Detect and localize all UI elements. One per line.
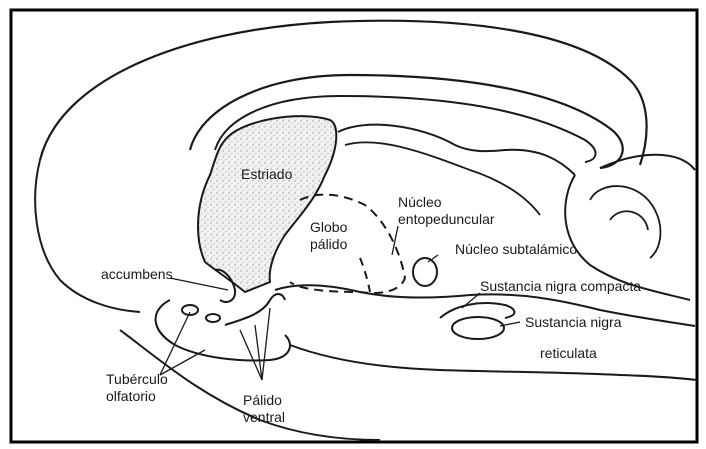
label-nucleo-subtalamico: Núcleo subtalámico <box>455 241 577 257</box>
entopeduncular-dash <box>360 258 370 292</box>
label-sn-reticulata-1: Sustancia nigra <box>525 314 622 330</box>
label-palido-ventral-2: ventral <box>243 409 285 425</box>
leader-accumbens <box>170 278 228 290</box>
leader-tuberculo-1 <box>160 312 190 375</box>
label-nucleo-ento-1: Núcleo <box>398 194 442 210</box>
label-palido-ventral-1: Pálido <box>243 392 282 408</box>
leader-palido-3 <box>262 308 270 380</box>
cortex-outline <box>40 21 647 165</box>
thalamus-inner-line <box>345 142 540 215</box>
cerebellum-outline-3 <box>590 186 660 258</box>
label-tuberculo-1: Tubérculo <box>106 371 168 387</box>
label-tuberculo-2: olfatorio <box>106 388 156 404</box>
label-globo-2: pálido <box>310 236 347 252</box>
label-accumbens: accumbens <box>101 266 173 282</box>
substantia-nigra-compacta <box>440 303 514 318</box>
label-sn-reticulata-2: reticulata <box>540 345 597 361</box>
label-nucleo-ento-2: entopeduncular <box>398 211 495 227</box>
subthalamic-nucleus <box>413 258 437 286</box>
label-globo-1: Globo <box>310 219 347 235</box>
cerebellum-outline-4 <box>610 211 648 230</box>
ventral-pallidum-blob-2 <box>206 314 220 322</box>
substantia-nigra-reticulata <box>452 317 504 339</box>
brainstem-lower <box>290 345 697 380</box>
cerebellum-outline-2 <box>600 155 695 170</box>
label-sn-compacta: Sustancia nigra compacta <box>480 278 641 294</box>
label-estriado: Estriado <box>241 166 292 182</box>
olfactory-bulb <box>35 160 140 312</box>
thalamus-upper-line <box>338 125 575 175</box>
globus-pallidus-outline <box>290 195 405 294</box>
